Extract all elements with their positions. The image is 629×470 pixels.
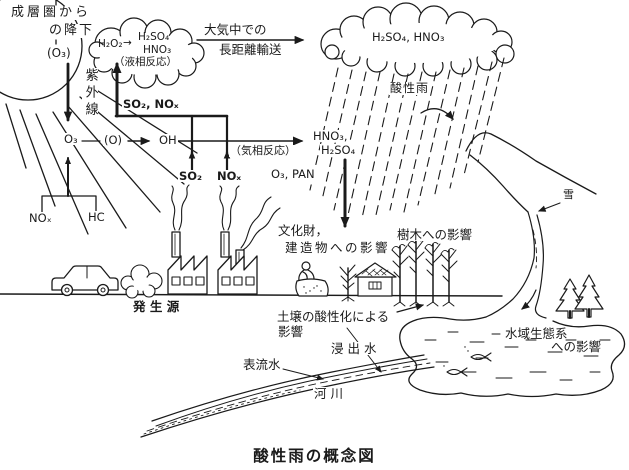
product-h2so4-label: H₂SO₄	[320, 143, 357, 157]
cloud-left-h2so4: H₂SO₄	[138, 31, 170, 43]
statue-icon	[295, 261, 329, 297]
oh-radical-label: OH	[158, 133, 178, 147]
product-hno3-label: HNO₃,	[312, 129, 349, 143]
stratosphere-descent-arrow	[55, 0, 73, 122]
so2-nox-pipeline	[112, 62, 231, 172]
pipeline-label: SO₂, NOₓ	[122, 97, 180, 111]
nox-emission-label: NOₓ	[216, 169, 243, 183]
cloud-left-hno3: HNO₃	[143, 44, 172, 56]
hc-precursor-label: HC	[87, 210, 106, 224]
seepage-water-label: 浸 出 水	[330, 341, 378, 356]
river	[140, 354, 435, 438]
surface-flow-label: 表流水	[242, 357, 282, 372]
nox-precursor-label: NOₓ	[28, 211, 53, 225]
smoke-plumes	[171, 184, 281, 251]
emission-source-label: 発 生 源	[132, 299, 181, 314]
cloud-left-arrow: →	[123, 37, 132, 49]
gas-phase-note: （気相反応）	[229, 144, 297, 157]
stratosphere-label-line1: 成層圏から	[10, 5, 93, 20]
cloud-right-formula: H₂SO₄, HNO₃	[372, 30, 445, 44]
soil-impact-arrow	[396, 303, 425, 313]
transport-label-line2: 長距離輸送	[218, 42, 283, 57]
cloud-left-h2o2: H₂O₂	[98, 38, 123, 50]
precursor-bracket-arrow	[41, 156, 97, 213]
tree-icon-small	[339, 264, 357, 302]
ozone-label: O₃	[63, 132, 79, 146]
aquatic-impact-line1: 水域生態系	[505, 326, 568, 341]
snow-leader-arrow	[537, 202, 561, 212]
oxygen-radical-label: (O)	[103, 133, 124, 147]
aquatic-impact-line2: への影響	[551, 339, 602, 354]
mountain-stream	[485, 211, 547, 319]
car-icon	[51, 265, 119, 297]
oxidants-label: O₃, PAN	[270, 167, 316, 181]
lake	[399, 316, 626, 398]
soil-impact-line2: 影響	[277, 324, 305, 339]
deposition-arrow	[420, 108, 454, 120]
uv-rays-label: 紫外線	[82, 68, 98, 119]
cloud-right	[320, 2, 515, 77]
water-ripples	[424, 331, 611, 381]
ground-line	[0, 293, 503, 297]
mountain	[465, 132, 597, 213]
transport-label-line1: 大気中での	[203, 22, 268, 37]
tree-impact-label: 樹木への影響	[396, 227, 474, 242]
so2-emission-label: SO₂	[178, 169, 204, 183]
surface-flow-leader-arrow	[282, 368, 324, 381]
fish-icons	[443, 346, 492, 377]
house-icon	[354, 262, 397, 297]
cultural-impact-line1: 文化財，	[277, 223, 330, 238]
acid-rain-label: 酸性雨	[389, 81, 431, 95]
exhaust-clouds	[120, 264, 163, 299]
snow-label: 雪	[562, 188, 575, 201]
factory-icon-2	[217, 231, 258, 295]
cloud-left-note: （液相反応）	[114, 56, 177, 68]
river-label: 河 川	[313, 386, 344, 401]
stratosphere-label-line2: の降下	[48, 23, 96, 38]
tree-icons-tall	[391, 238, 458, 307]
figure-title: 酸性雨の概念図	[253, 447, 376, 465]
stratosphere-ozone-label: (O₃)	[46, 46, 72, 60]
conifer-icons	[555, 274, 604, 319]
cloud-left	[88, 17, 205, 89]
cultural-impact-line2: 建造物への影響	[284, 240, 392, 255]
soil-impact-line1: 土壌の酸性化による	[276, 309, 391, 324]
factory-icon-1	[167, 231, 208, 295]
rain-lines	[309, 57, 505, 219]
